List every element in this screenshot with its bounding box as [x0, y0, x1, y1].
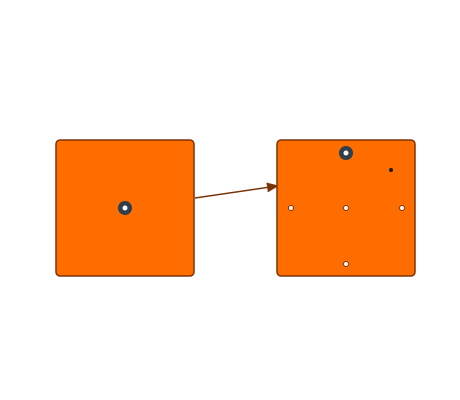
- center-port-handle[interactable]: [118, 201, 132, 215]
- top-right-port-handle[interactable]: [389, 168, 393, 172]
- center-port-handle[interactable]: [343, 205, 349, 211]
- left-port-handle[interactable]: [288, 205, 294, 211]
- bottom-port-handle[interactable]: [343, 261, 349, 267]
- node-right[interactable]: [276, 139, 416, 277]
- node-left[interactable]: [55, 139, 195, 277]
- connection-arrow[interactable]: [194, 182, 279, 199]
- top-port-handle[interactable]: [339, 146, 353, 160]
- right-port-handle[interactable]: [399, 205, 405, 211]
